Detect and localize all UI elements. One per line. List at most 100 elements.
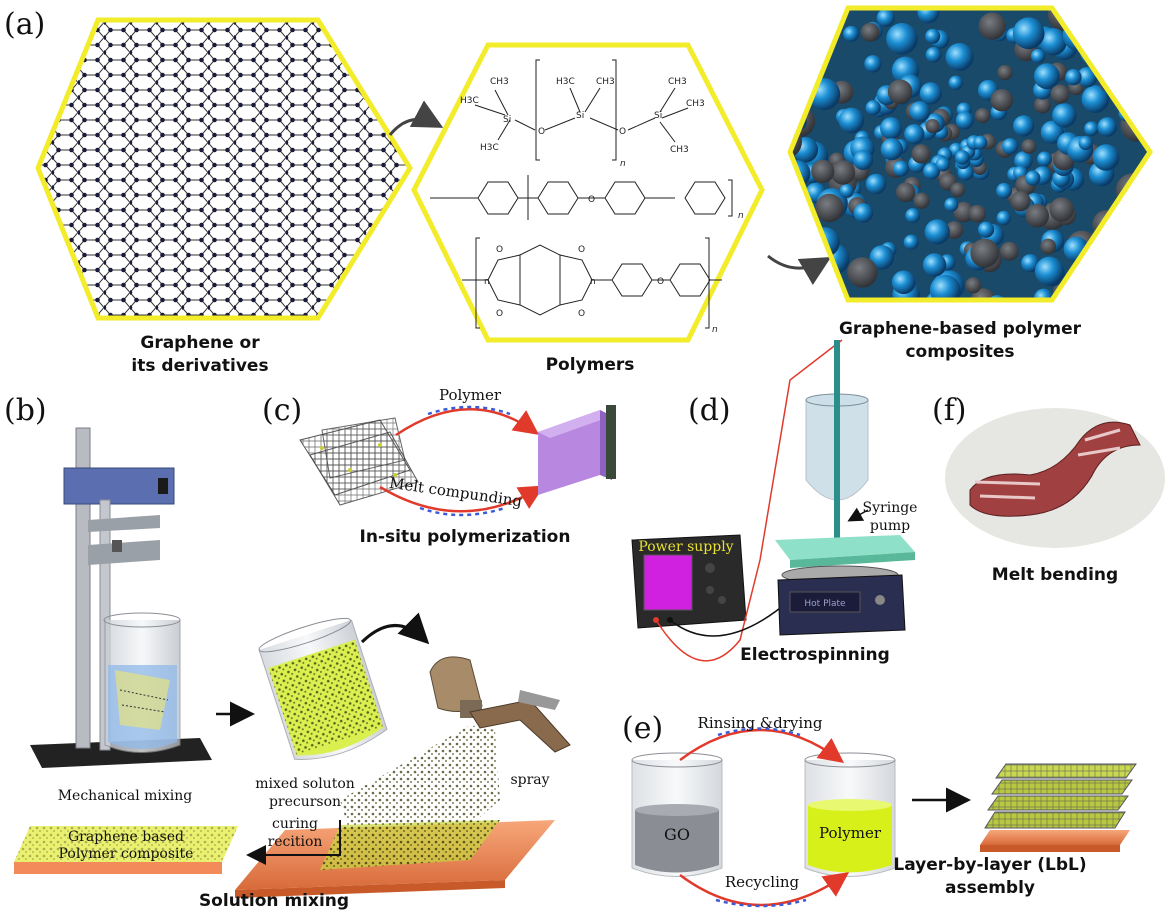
arc-melt-bottom-dash xyxy=(419,506,506,517)
composite-sphere xyxy=(1025,170,1041,186)
syringe-label-line2: pump xyxy=(870,518,910,534)
hot-plate xyxy=(777,565,906,636)
composite-sphere xyxy=(1025,203,1049,228)
composite-sphere xyxy=(975,108,990,124)
mixed-solution-label-line1: mixed soluton xyxy=(255,776,355,792)
panel-label-d: (d) xyxy=(688,393,731,428)
composite-sphere xyxy=(1021,139,1037,154)
composite-sphere xyxy=(903,234,919,250)
composite-sphere xyxy=(1000,241,1019,261)
n-label-imide-2: n xyxy=(590,277,596,287)
o-label-3: O xyxy=(588,195,595,205)
composite-sphere xyxy=(1104,42,1128,65)
composite-sphere xyxy=(839,183,854,198)
melt-bending-caption: Melt bending xyxy=(992,565,1118,585)
composite-sphere xyxy=(790,177,799,212)
arc-recycling-bottom-dash xyxy=(715,898,807,908)
composite-sphere xyxy=(811,159,835,183)
composite-sphere xyxy=(1037,151,1052,167)
composite-sphere xyxy=(1078,135,1093,151)
composite-sphere xyxy=(790,209,809,228)
composite-sphere xyxy=(1001,138,1019,155)
o-label-8: O xyxy=(657,277,664,287)
composite-sphere xyxy=(1081,85,1110,113)
composite-sphere xyxy=(968,205,986,223)
composite-sphere xyxy=(925,47,942,63)
o-label-2: O xyxy=(619,127,626,137)
polymer-beaker xyxy=(804,752,896,877)
composite-sphere xyxy=(1049,197,1074,222)
composite-sphere xyxy=(1124,214,1140,231)
composite-sphere xyxy=(996,182,1012,199)
composite-sphere xyxy=(887,79,913,104)
n-subscript-2: n xyxy=(738,211,744,221)
composite-sphere xyxy=(1052,103,1077,128)
composite-sphere xyxy=(790,95,794,125)
composite-sphere xyxy=(970,288,996,300)
composite-sphere xyxy=(815,193,844,223)
curing-label-line1: curing xyxy=(272,816,318,832)
composite-sphere xyxy=(773,119,789,135)
o-label-1: O xyxy=(538,127,545,137)
curing-label-line2: recition xyxy=(268,834,323,850)
lbl-caption-line2: assembly xyxy=(945,878,1035,898)
composite-sphere xyxy=(869,245,895,270)
composite-sphere xyxy=(1013,115,1035,137)
composite-sphere xyxy=(990,89,1013,112)
graphene-caption-line2: its derivatives xyxy=(131,356,268,376)
composite-sphere xyxy=(1104,70,1121,86)
arrow-graphene-to-polymers xyxy=(388,100,444,136)
composite-sphere xyxy=(876,8,895,27)
polymers-hexagon: Si Si Si O O CH3 H3C H3C H3C CH3 CH3 CH3… xyxy=(411,42,765,343)
composite-sphere xyxy=(1084,121,1099,136)
arc-recycling-bottom xyxy=(679,872,850,907)
composite-caption-line1: Graphene-based polymer xyxy=(839,319,1082,339)
composite-sphere xyxy=(865,100,881,116)
composite-sphere xyxy=(944,197,959,212)
melt-bending-image xyxy=(945,408,1165,548)
polymer-beaker-label: Polymer xyxy=(819,824,882,842)
arc-rinsing-top xyxy=(679,728,845,763)
composite-sphere xyxy=(955,150,970,165)
o-label-6: O xyxy=(496,309,503,319)
panel-label-b: (b) xyxy=(4,393,47,428)
composite-sphere xyxy=(860,22,880,42)
electrospinning-caption: Electrospinning xyxy=(740,645,890,665)
composite-sphere xyxy=(1010,191,1031,212)
si-label-2: Si xyxy=(576,111,584,121)
go-label: GO xyxy=(664,825,690,844)
composite-sphere xyxy=(904,124,925,145)
composite-sphere xyxy=(886,23,918,55)
composite-sphere xyxy=(847,257,878,288)
composite-sphere xyxy=(1012,17,1045,50)
n-subscript-1: n xyxy=(620,159,626,169)
power-supply xyxy=(631,534,747,629)
composite-sphere xyxy=(1076,67,1098,88)
composite-sphere xyxy=(843,25,860,42)
composite-sphere xyxy=(1065,69,1082,86)
coated-substrate xyxy=(235,820,555,898)
spray-gun xyxy=(429,656,571,753)
composite-sphere xyxy=(908,300,922,314)
rinsing-label: Rinsing &drying xyxy=(698,714,823,732)
go-beaker xyxy=(631,752,723,877)
si-label-1: Si xyxy=(503,115,511,125)
composite-sphere xyxy=(905,208,921,224)
o-label-4: O xyxy=(496,245,503,255)
composite-sphere xyxy=(895,182,916,203)
h3c-label-3: H3C xyxy=(556,77,575,87)
red-wire xyxy=(655,339,843,662)
composite-sphere xyxy=(950,182,965,197)
composite-sphere xyxy=(1030,48,1046,64)
mechanical-mixing-label: Mechanical mixing xyxy=(58,788,193,804)
insitu-bottom-label: Melt compunding xyxy=(388,474,524,511)
mixed-solution-label-line2: precurson xyxy=(269,794,341,810)
curing-arrow xyxy=(246,820,341,865)
arrow-polymers-to-composite xyxy=(767,254,832,286)
graphene-caption-line1: Graphene or xyxy=(140,333,260,353)
composite-sphere xyxy=(997,65,1013,81)
arrow-to-spray-gun xyxy=(360,612,430,645)
composite-sphere xyxy=(880,117,903,140)
composite-sphere xyxy=(1040,120,1064,144)
